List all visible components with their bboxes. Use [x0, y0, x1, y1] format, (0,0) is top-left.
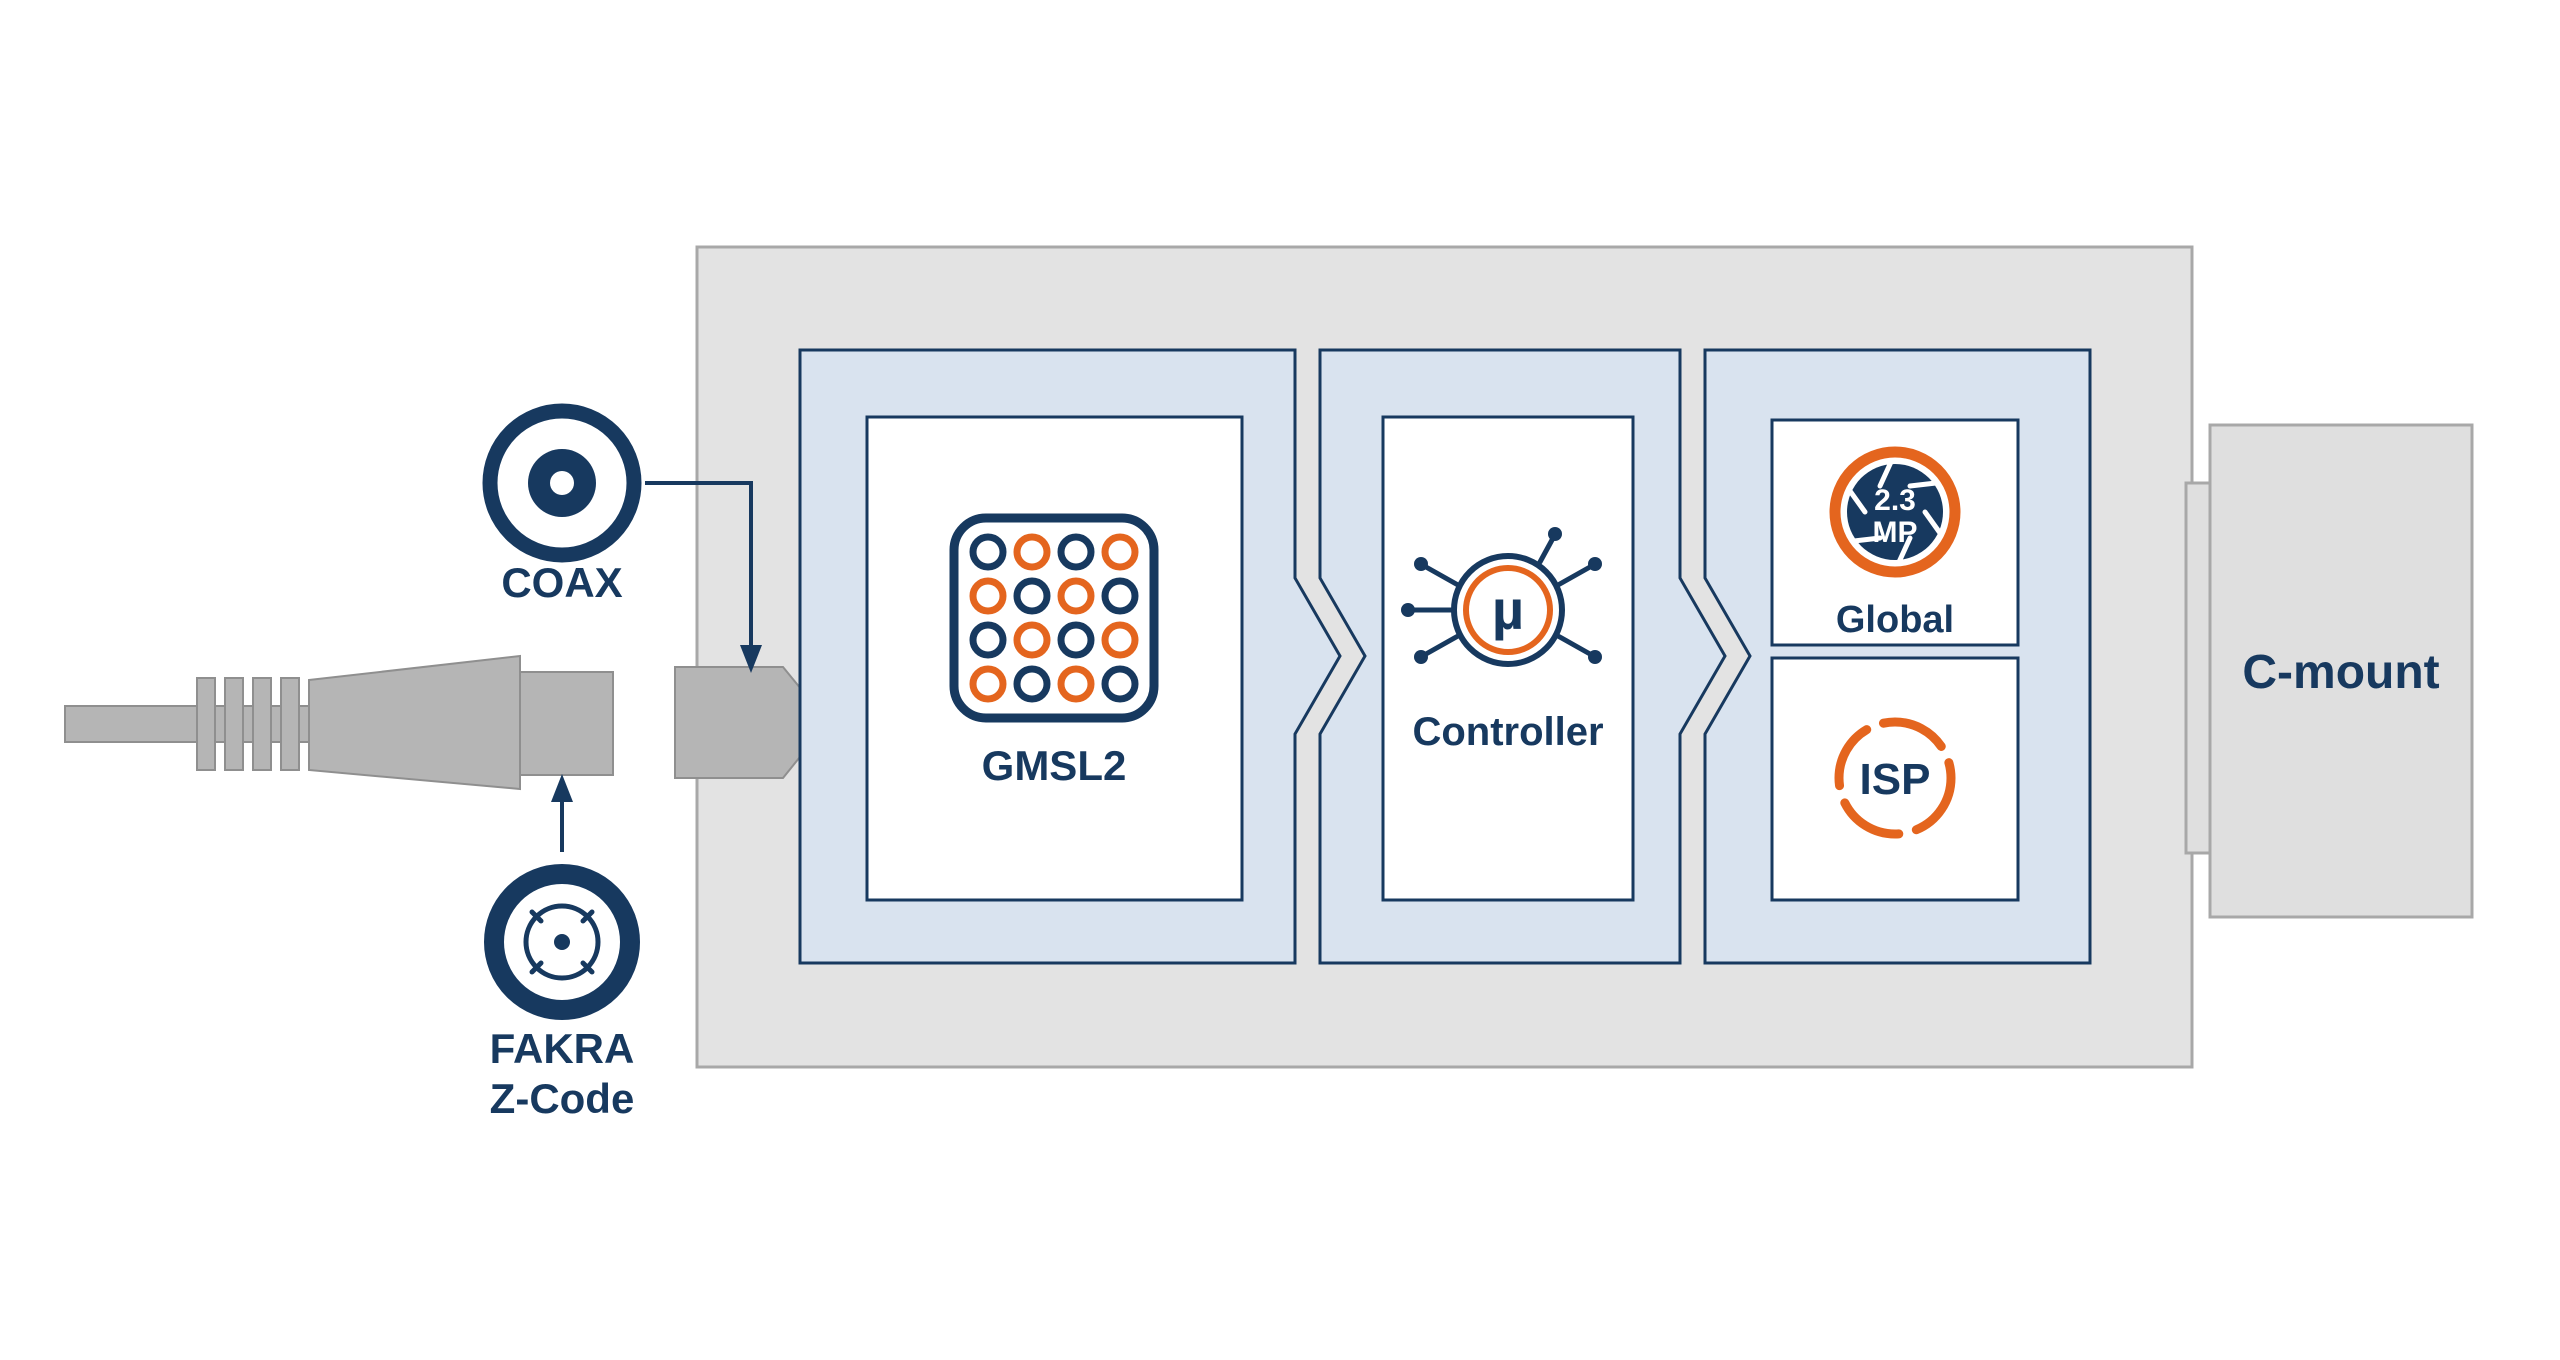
gmsl2-chip-icon: [949, 513, 1159, 723]
c-mount-label: C-mount: [2242, 646, 2439, 699]
c-mount-body: [2208, 423, 2474, 919]
fakra-label-line2: Z-Code: [490, 1075, 635, 1122]
gmsl2-label: GMSL2: [982, 742, 1127, 789]
isp-label: ISP: [1860, 755, 1931, 804]
fakra-tick: [580, 909, 595, 924]
coax-connector-icon: [482, 403, 642, 563]
fakra-center-pin: [554, 934, 570, 950]
fakra-tick: [529, 960, 544, 975]
controller-label: Controller: [1412, 710, 1603, 754]
coax-arrow-line: [645, 481, 753, 648]
coax-center-pin: [550, 471, 574, 495]
microcontroller-icon: µ: [1401, 527, 1602, 667]
coax-arrowhead-icon: [740, 645, 762, 673]
sensor-aperture-icon: 2.3 MP: [1829, 446, 1961, 578]
coax-signal-arrow: [645, 481, 762, 673]
fakra-label-line1: FAKRA: [490, 1025, 635, 1072]
chip-outline: [949, 513, 1159, 723]
c-mount-assembly: C-mount: [2184, 423, 2474, 919]
cable-connector: [64, 654, 614, 791]
sensor-global-label: Global: [1836, 599, 1954, 641]
cable-rib: [252, 677, 272, 771]
connector-tip: [519, 671, 614, 776]
fakra-connector-icon: [484, 864, 640, 1020]
sensor-mp-line2: MP: [1873, 516, 1918, 549]
coax-label: COAX: [501, 559, 622, 606]
cable-rib: [280, 677, 300, 771]
isp-ring: [1834, 717, 1956, 839]
fakra-tick: [580, 960, 595, 975]
aperture-disc: [1847, 464, 1943, 560]
controller-mu-symbol: µ: [1492, 578, 1524, 641]
cable-rib: [196, 677, 216, 771]
controller-inner-circle: [1463, 565, 1553, 655]
fakra-inner-ring: [523, 903, 601, 981]
fakra-pointer-arrow: [551, 774, 573, 852]
connector-body: [308, 654, 521, 791]
isp-icon: ISP: [1834, 717, 1956, 839]
cable-rib: [224, 677, 244, 771]
sensor-mp-line1: 2.3: [1874, 484, 1916, 517]
fakra-tick: [529, 909, 544, 924]
fakra-arrowhead-icon: [551, 774, 573, 802]
